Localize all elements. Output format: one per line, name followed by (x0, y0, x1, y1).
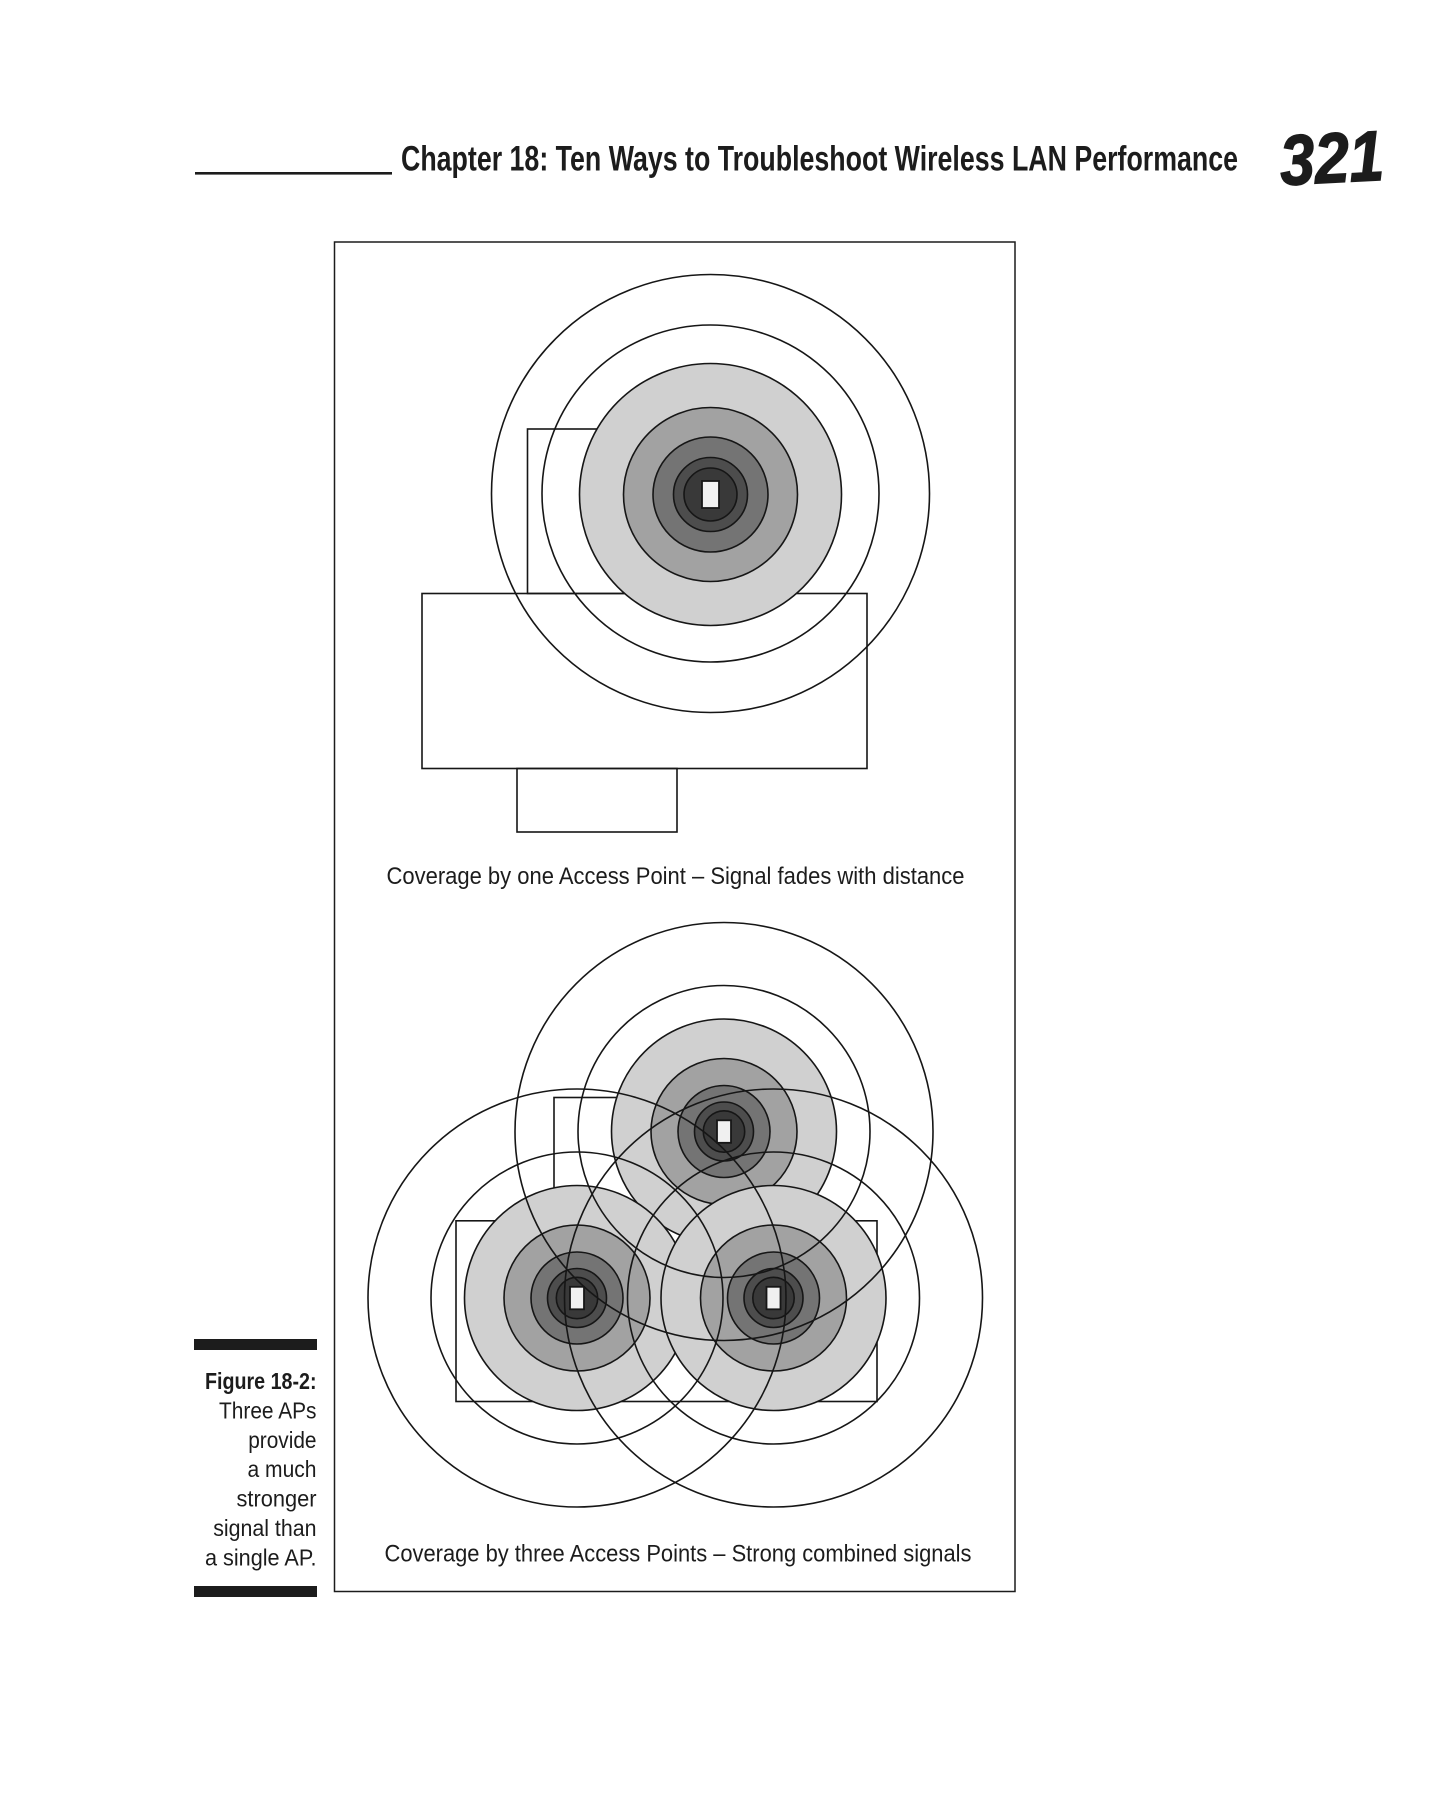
svg-text:321: 321 (1278, 117, 1386, 201)
svg-text:Three APs: Three APs (219, 1397, 317, 1423)
svg-text:a much: a much (248, 1456, 317, 1482)
svg-text:a single AP.: a single AP. (205, 1544, 317, 1570)
svg-text:provide: provide (248, 1427, 316, 1453)
svg-text:Coverage by one Access Point –: Coverage by one Access Point – Signal fa… (387, 863, 965, 890)
svg-text:Figure 18-2:: Figure 18-2: (205, 1368, 317, 1394)
svg-text:signal than: signal than (213, 1515, 316, 1541)
svg-text:Chapter 18: Ten Ways to Troubl: Chapter 18: Ten Ways to Troubleshoot Wir… (401, 140, 1238, 179)
svg-text:stronger: stronger (237, 1486, 317, 1512)
svg-text:Coverage by three Access Point: Coverage by three Access Points – Strong… (385, 1541, 972, 1568)
